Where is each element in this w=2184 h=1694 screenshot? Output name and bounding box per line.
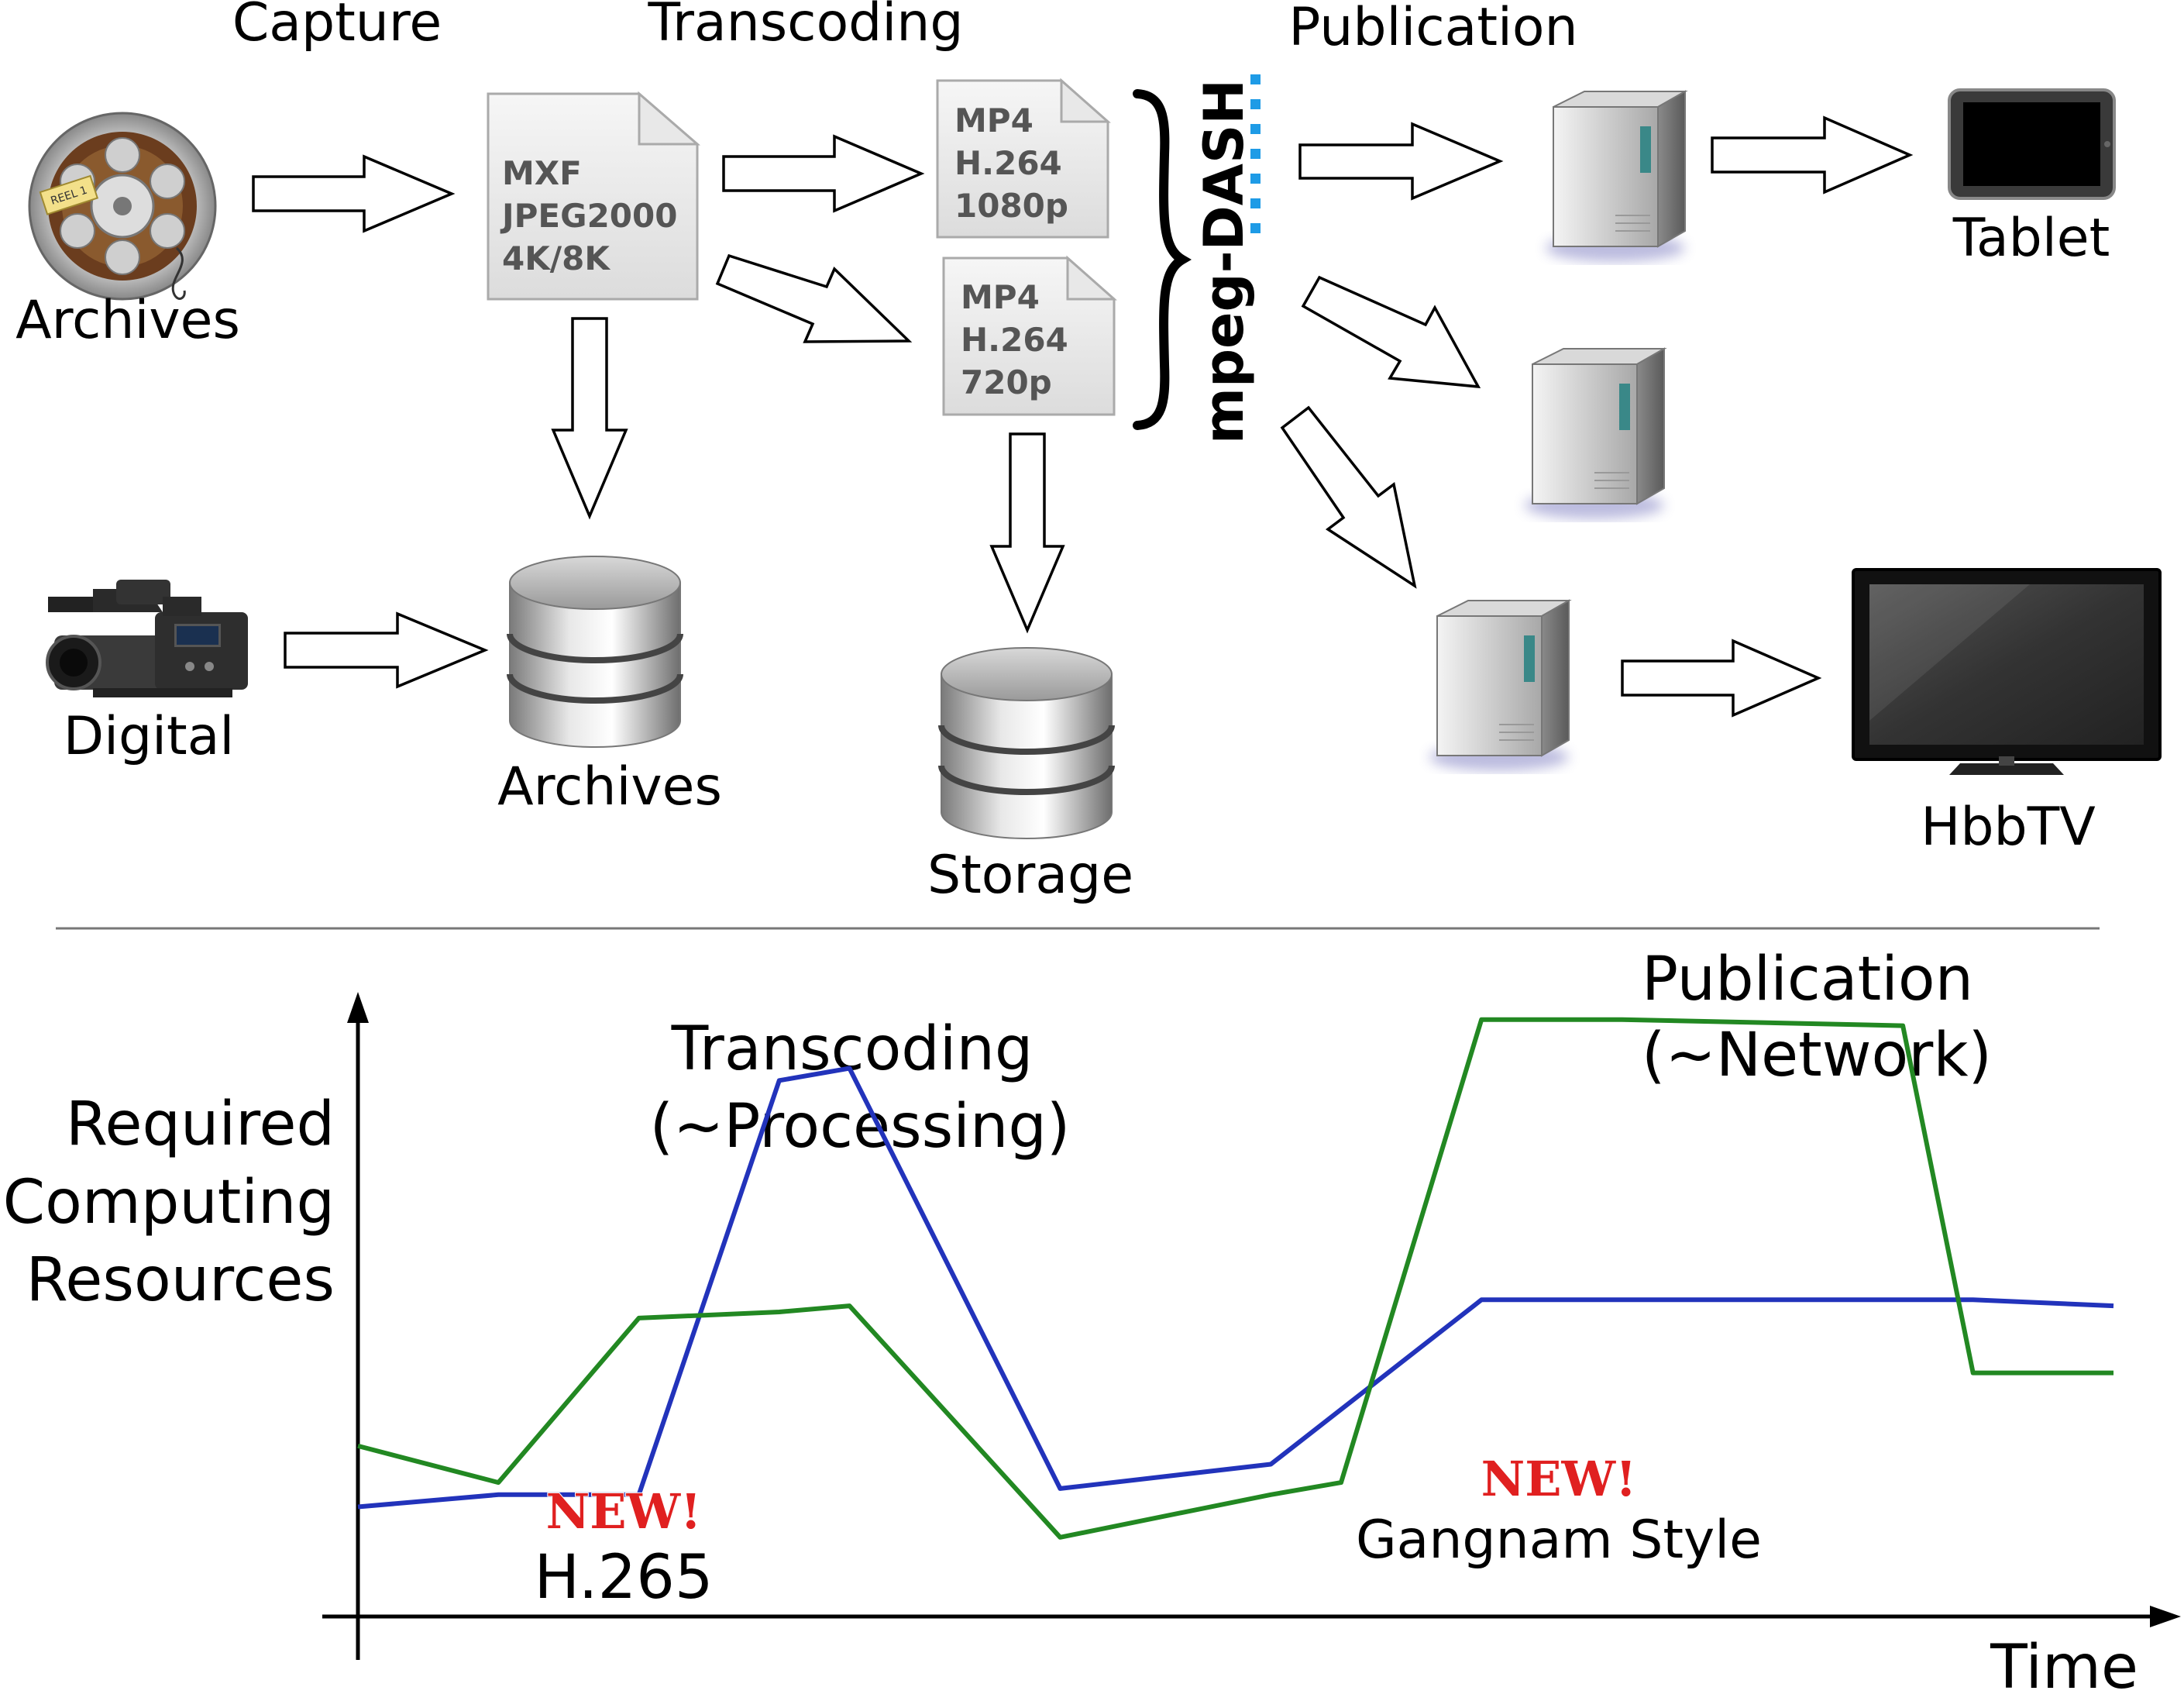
- annotation-publication-line-2: (~Network): [1642, 1021, 1992, 1090]
- master-doc-line-1: MXF: [502, 154, 582, 192]
- source-label-digital: Digital: [64, 706, 235, 767]
- annotation-codec: H.265: [535, 1543, 714, 1613]
- packaging-label: mpeg-DASH: [1192, 79, 1256, 444]
- master-doc-line-2: JPEG2000: [500, 197, 677, 235]
- series-line-1: [357, 1066, 2114, 1510]
- storage-database-icon: [938, 647, 1115, 839]
- master-doc-line-3: 4K/8K: [502, 239, 610, 277]
- x-axis-label: Time: [1990, 1633, 2138, 1694]
- chart-series-layer: [357, 1017, 2114, 1540]
- device-label-hbbtv: HbbTV: [1921, 797, 2096, 858]
- annotation-transcoding-line-2: (~Processing): [650, 1092, 1071, 1162]
- arrow-archives-to-master: [252, 154, 456, 233]
- store-label-storage: Storage: [927, 845, 1133, 906]
- device-label-tablet: Tablet: [1952, 208, 2110, 269]
- master-file-icon: [487, 91, 701, 301]
- rendition-1080p-line-2: H.264: [954, 144, 1062, 182]
- arrow-digital-to-archives: [284, 611, 489, 689]
- arrow-720p-to-storage: [989, 432, 1065, 634]
- tv-icon: [1852, 568, 2162, 775]
- stage-title-publication: Publication: [1288, 0, 1577, 58]
- film-reel-icon: REEL 1: [28, 112, 217, 301]
- rendition-720p-file-icon: [942, 255, 1117, 416]
- arrow-dash-to-server-1: [1298, 122, 1504, 201]
- arrow-master-to-1080p: [722, 134, 925, 213]
- arrow-master-to-720p: [715, 253, 913, 343]
- y-axis-label-line-1: Required: [66, 1090, 335, 1159]
- stage-title-transcoding: Transcoding: [647, 0, 963, 53]
- server-1-icon: [1546, 90, 1688, 262]
- arrow-dash-to-server-2: [1301, 275, 1481, 389]
- rendition-1080p-line-3: 1080p: [954, 187, 1068, 225]
- annotation-publication-line-1: Publication: [1642, 945, 1973, 1014]
- arrow-server-to-tablet: [1711, 115, 1914, 195]
- new-badge-gangnam: NEW!: [1481, 1451, 1637, 1507]
- camcorder-icon: [46, 580, 248, 697]
- dash-segment-icon: [1250, 74, 1261, 233]
- server-3-icon: [1429, 599, 1572, 771]
- source-label-archives: Archives: [15, 290, 240, 351]
- stage-title-capture: Capture: [232, 0, 442, 53]
- annotation-viral: Gangnam Style: [1356, 1510, 1762, 1571]
- rendition-720p-line-1: MP4: [961, 278, 1040, 316]
- arrow-dash-to-server-3: [1280, 405, 1417, 589]
- rendition-720p-line-3: 720p: [961, 363, 1052, 401]
- rendition-1080p-file-icon: [936, 77, 1111, 239]
- arrow-master-to-archives: [551, 317, 628, 520]
- arrow-server-to-tv: [1621, 639, 1822, 718]
- chart-axes: [322, 992, 2181, 1660]
- y-axis-label-line-2: Computing: [3, 1168, 335, 1238]
- rendition-group-brace: [1133, 89, 1192, 430]
- y-axis-label-line-3: Resources: [26, 1245, 335, 1315]
- archives-database-icon: [507, 556, 683, 748]
- new-badge-h265: NEW!: [546, 1483, 702, 1540]
- server-2-icon: [1525, 347, 1667, 519]
- tablet-icon: [1948, 88, 2116, 200]
- store-label-archives: Archives: [497, 756, 722, 818]
- rendition-1080p-line-1: MP4: [954, 102, 1034, 139]
- series-line-2: [357, 1017, 2113, 1540]
- rendition-720p-line-2: H.264: [961, 321, 1068, 359]
